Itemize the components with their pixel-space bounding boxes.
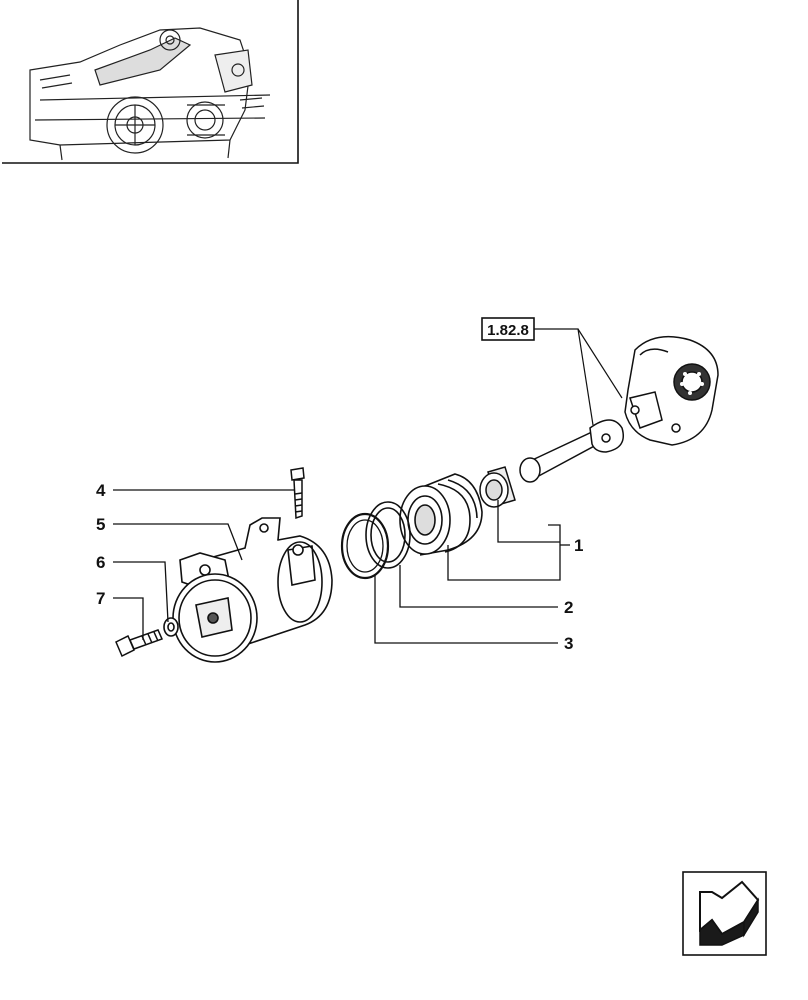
o-ring (340, 512, 390, 580)
seal-ring (365, 501, 411, 569)
callout-5: 5 (96, 515, 105, 534)
callout-3: 3 (564, 634, 573, 653)
screw (290, 467, 305, 520)
lever-arm (624, 335, 719, 446)
callout-4: 4 (96, 481, 106, 500)
callout-7: 7 (96, 589, 105, 608)
reference-box: 1.82.8 (481, 317, 623, 426)
washer (163, 617, 179, 637)
reference-label: 1.82.8 (487, 322, 529, 339)
bolt (115, 629, 164, 658)
callout-2: 2 (564, 598, 573, 617)
piston-cup (479, 466, 516, 508)
leader-lines (113, 489, 570, 644)
callout-6: 6 (96, 553, 105, 572)
piston-cylinder (399, 473, 483, 556)
back-arrow-icon (699, 880, 760, 946)
connecting-rod (519, 419, 624, 483)
back-arrow-button[interactable] (682, 871, 767, 956)
location-thumbnail (2, 0, 299, 164)
cylinder-body (172, 517, 333, 663)
callout-1: 1 (574, 536, 583, 555)
